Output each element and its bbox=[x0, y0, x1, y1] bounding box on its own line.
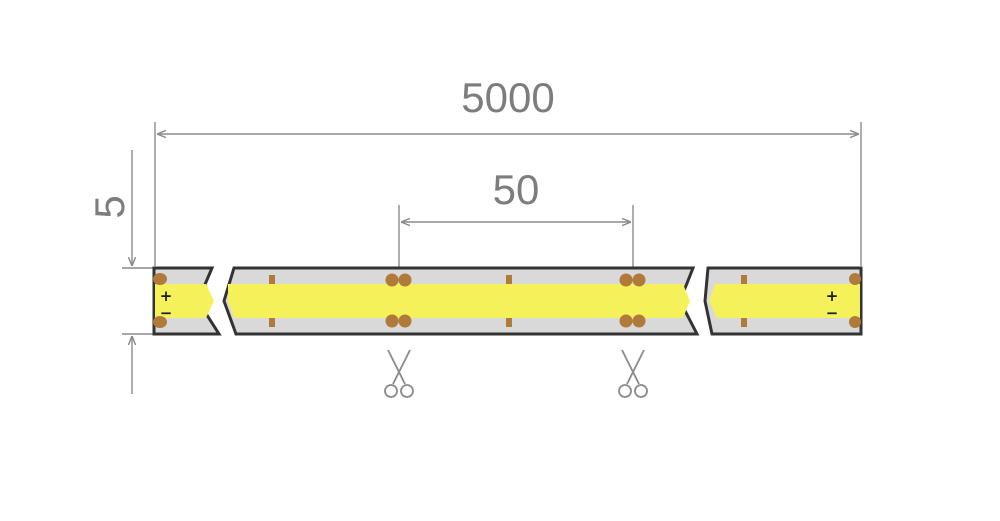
scissors-icon bbox=[618, 349, 648, 398]
resistor-marker bbox=[741, 318, 747, 327]
solder-pad bbox=[619, 273, 633, 287]
resistor-marker bbox=[269, 318, 275, 327]
solder-pad bbox=[849, 316, 861, 328]
polarity-plus-right: + bbox=[826, 287, 839, 305]
led-band-right bbox=[709, 284, 860, 318]
solder-pad bbox=[849, 273, 861, 285]
solder-pad bbox=[632, 314, 646, 328]
solder-pad bbox=[619, 314, 633, 328]
solder-pad bbox=[398, 273, 412, 287]
solder-pad bbox=[153, 273, 167, 285]
segment-length-label: 50 bbox=[493, 166, 540, 213]
resistor-marker bbox=[506, 318, 512, 327]
strip-segment-middle bbox=[222, 266, 700, 336]
resistor-marker bbox=[741, 275, 747, 284]
total-length-dimension bbox=[154, 122, 862, 266]
strip-segment-left: + − bbox=[152, 266, 222, 336]
width-dimension bbox=[122, 150, 153, 394]
resistor-marker bbox=[269, 275, 275, 284]
total-length-label: 5000 bbox=[461, 74, 554, 121]
polarity-minus-left: − bbox=[160, 304, 173, 322]
led-band-left bbox=[155, 284, 214, 318]
solder-pad bbox=[385, 273, 399, 287]
width-label: 5 bbox=[86, 195, 133, 218]
scissors-icon bbox=[384, 349, 414, 398]
solder-pad bbox=[385, 314, 399, 328]
solder-pad bbox=[153, 316, 167, 328]
strip-segment-right: + − bbox=[703, 266, 863, 336]
solder-pad bbox=[398, 314, 412, 328]
segment-length-dimension bbox=[398, 205, 634, 278]
led-band-middle bbox=[228, 284, 690, 318]
polarity-minus-right: − bbox=[826, 304, 839, 322]
resistor-marker bbox=[506, 275, 512, 284]
solder-pad bbox=[632, 273, 646, 287]
polarity-plus-left: + bbox=[160, 287, 173, 305]
